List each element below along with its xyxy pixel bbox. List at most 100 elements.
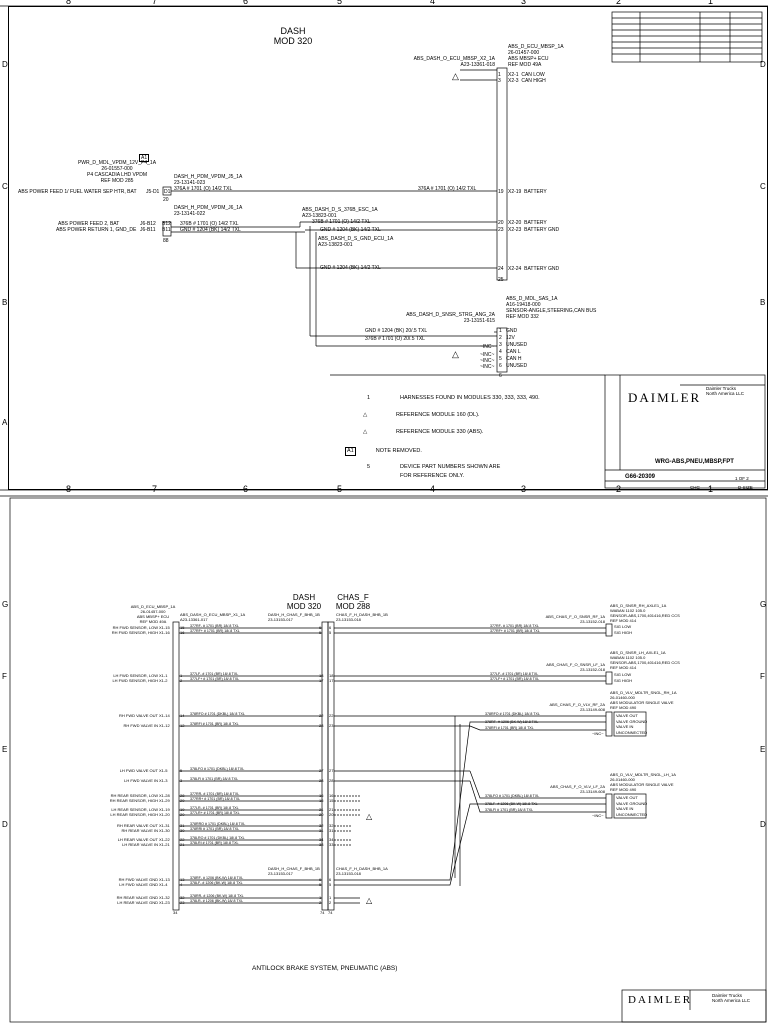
wire-label: 377RF- # 1701 (BR) 18/.8 TXL <box>490 624 539 628</box>
harness-row-bh-pin-2: 22 <box>329 713 334 718</box>
harness-row-num: 20 <box>180 812 185 817</box>
bhb-line: 23-13153-017 <box>268 617 293 622</box>
vlv-rf-connector: ABS_CHAS_F_O_VLV_RF_2A 23-13149-608 <box>505 702 605 712</box>
ecu-header-line: REF MOD 49A <box>139 619 167 624</box>
note-number: 1 <box>367 395 371 401</box>
company-logo: DAIMLER <box>628 390 702 405</box>
row-letter: D <box>760 60 766 69</box>
vlv-rf-header: ABS_D_VLV_MDLTR_SNGL_RH_1A 26-01460-000 … <box>610 690 677 710</box>
connector-line: 23-13149-608 <box>580 789 605 794</box>
harness-row-bh-pin: 20 <box>319 812 324 817</box>
harness-row-num: 13 <box>180 877 185 882</box>
row-letter: C <box>2 182 8 191</box>
harness-row-wire: 378LR- # 1206 (BK-W) 18/.8 TXL <box>190 899 244 903</box>
bhb-line: DASH_H_CHAS_F_BHB_1B <box>268 612 320 617</box>
pdm-block-line: DASH_H_PDM_VPDM_J6_1A <box>174 205 243 211</box>
device-header-line: REF MOD 490 <box>610 787 637 792</box>
harness-row-num: 28 <box>180 793 185 798</box>
harness-row-num: 14 <box>180 713 185 718</box>
sas-pin-count: 6 <box>499 373 502 379</box>
harness-row-label: LH FWD SENSOR, LOW <box>113 673 158 678</box>
triangle-icon: △ <box>363 429 368 435</box>
harness-row-bh-pin: 17 <box>319 678 324 683</box>
harness-row-pin: X1-1 <box>159 673 168 678</box>
note-ref-badge: A1 <box>345 447 356 456</box>
harness-row-bh-pin: 1 <box>319 895 322 900</box>
harness-row-bh-pin-2: 23 <box>329 723 334 728</box>
pin-b11: B11 <box>162 227 171 233</box>
ground-wire <box>360 721 606 881</box>
bhb-line: 23-13153-018 <box>336 871 361 876</box>
feed-2-pin: J6-B12 <box>140 221 156 227</box>
device-header-line: SENSOR-ABS,1700,401416,RED CCS <box>610 613 680 618</box>
device-header-line: ABS_D_SNSR_LH_AXLE1_1A <box>610 650 666 655</box>
row-letter: A <box>2 418 8 427</box>
harness-row-bh-pin-2: 20 <box>329 812 334 817</box>
harness-row-bh-pin-2: 27 <box>329 768 334 773</box>
harness-row-pin: X1-30 <box>159 828 170 833</box>
wire-label: 378LFO # 1701 (DKBL) 18/.8 TXL <box>485 794 540 798</box>
ecu-connector-line: A23-13361-018 <box>460 62 495 68</box>
col-number: 7 <box>152 484 158 494</box>
row-letter: D <box>2 60 8 69</box>
schematic-sheet-1 <box>8 6 768 490</box>
pin-label: VALVE GROUND <box>616 800 648 806</box>
harness-row-wire: 377RF+ # 1701 (BR) 18/.8 TXL <box>190 629 240 633</box>
footer-title: ANTILOCK BRAKE SYSTEM, PNEUMATIC (ABS) <box>252 965 398 972</box>
vlv-lf-pins: VALVE OUT VALVE GROUND VALVE IN UNCONNEC… <box>616 795 647 817</box>
pin-label: SIG HIGH <box>614 678 633 683</box>
harness-row-num: 4 <box>180 882 183 887</box>
pin-label: VALVE GROUND <box>616 718 648 724</box>
harness-row-wire: 377RR- # 1701 (BR) 18/.8 TXL <box>190 792 240 796</box>
pwr-header-line: P4 CASCADIA LHD VPDM <box>86 172 148 178</box>
harness-row-bh-pin-2: 16 <box>329 793 334 798</box>
harness-row-bh-pin-2: 5 <box>329 630 332 635</box>
col-number: 6 <box>243 484 249 494</box>
harness-row-pin: X1-28 <box>159 793 170 798</box>
pin-number: 23 <box>498 227 504 233</box>
note-number: 5 <box>367 464 371 470</box>
vlv-lf-connector: ABS_CHAS_F_O_VLV_LF_2A 23-13149-608 <box>505 784 605 794</box>
harness-row-bh-pin-2: 18 <box>329 673 334 678</box>
col-number: 5 <box>337 0 343 6</box>
device-header-line: REF MOD 490 <box>610 705 637 710</box>
harness-row-num: 21 <box>180 842 185 847</box>
harness-row-num: 30 <box>180 828 185 833</box>
harness-row-bh-pin-2: 2 <box>329 900 332 905</box>
splice-block-line: A23-13823-001 <box>302 213 337 219</box>
ecu-pin: 24 <box>498 266 504 272</box>
change-label: CHG <box>690 485 700 490</box>
dash-bhb-connector: DASH_H_CHAS_F_BHB_1B 23-13153-017 <box>268 612 320 622</box>
connector-line: ABS_CHAS_F_O_VLV_LF_2A <box>550 784 605 789</box>
harness-row-bh-pin-2: 33 <box>329 842 334 847</box>
logo-subtitle: Daimler Trucks North America LLC <box>712 993 750 1003</box>
row-letter: B <box>2 298 8 307</box>
col-number: 3 <box>521 0 527 6</box>
pin-number: 4 <box>499 349 502 355</box>
harness-row-pin: X1-32 <box>159 895 170 900</box>
return-label: ABS POWER RETURN 1, GND_DE <box>56 227 137 233</box>
wire-label: 376B # 1701 (O) 14/2 TXL <box>180 221 239 227</box>
col-number: 6 <box>243 0 249 6</box>
harness-row-pin: X1-16 <box>159 630 170 635</box>
harness-row-label: RH FWD VALVE OUT <box>119 713 158 718</box>
harness-row-wire: 378RRO # 1701 (DKBL) 18/.8 TXL <box>190 822 246 826</box>
harness-row-pin: X1-15 <box>159 625 170 630</box>
gnd-splice: ABS_DASH_D_S_GND_ECU_1A A23-13823-001 <box>318 236 393 248</box>
module-title: DASH MOD 320 <box>268 26 318 46</box>
harness-row-bh-pin: 16 <box>319 793 324 798</box>
no-connect: ~INC~ <box>480 358 495 364</box>
harness-row-bh-pin: 6 <box>319 877 322 882</box>
pin-label: 12V <box>505 335 515 341</box>
pwr-header-line: PWR_D_MDL_VPDM_12V_P4_1A <box>77 160 157 166</box>
ecu-pin: X2-24 BATTERY GND <box>508 266 559 272</box>
pin-label: UNCONNECTED <box>616 811 648 817</box>
harness-row-bh-pin-2: 34 <box>329 837 334 842</box>
harness-row-wire: 378RR- # 1206 (BK-W) 18/.8 TXL <box>190 894 244 898</box>
pwr-header-line: REF MOD 285 <box>100 178 134 184</box>
harness-row-pin: X1-21 <box>159 842 170 847</box>
sas-header-line: A16-19418-000 <box>506 302 541 308</box>
pin-label: SIG HIGH <box>614 630 633 635</box>
gnd-splice-line: A23-13823-001 <box>318 242 353 248</box>
